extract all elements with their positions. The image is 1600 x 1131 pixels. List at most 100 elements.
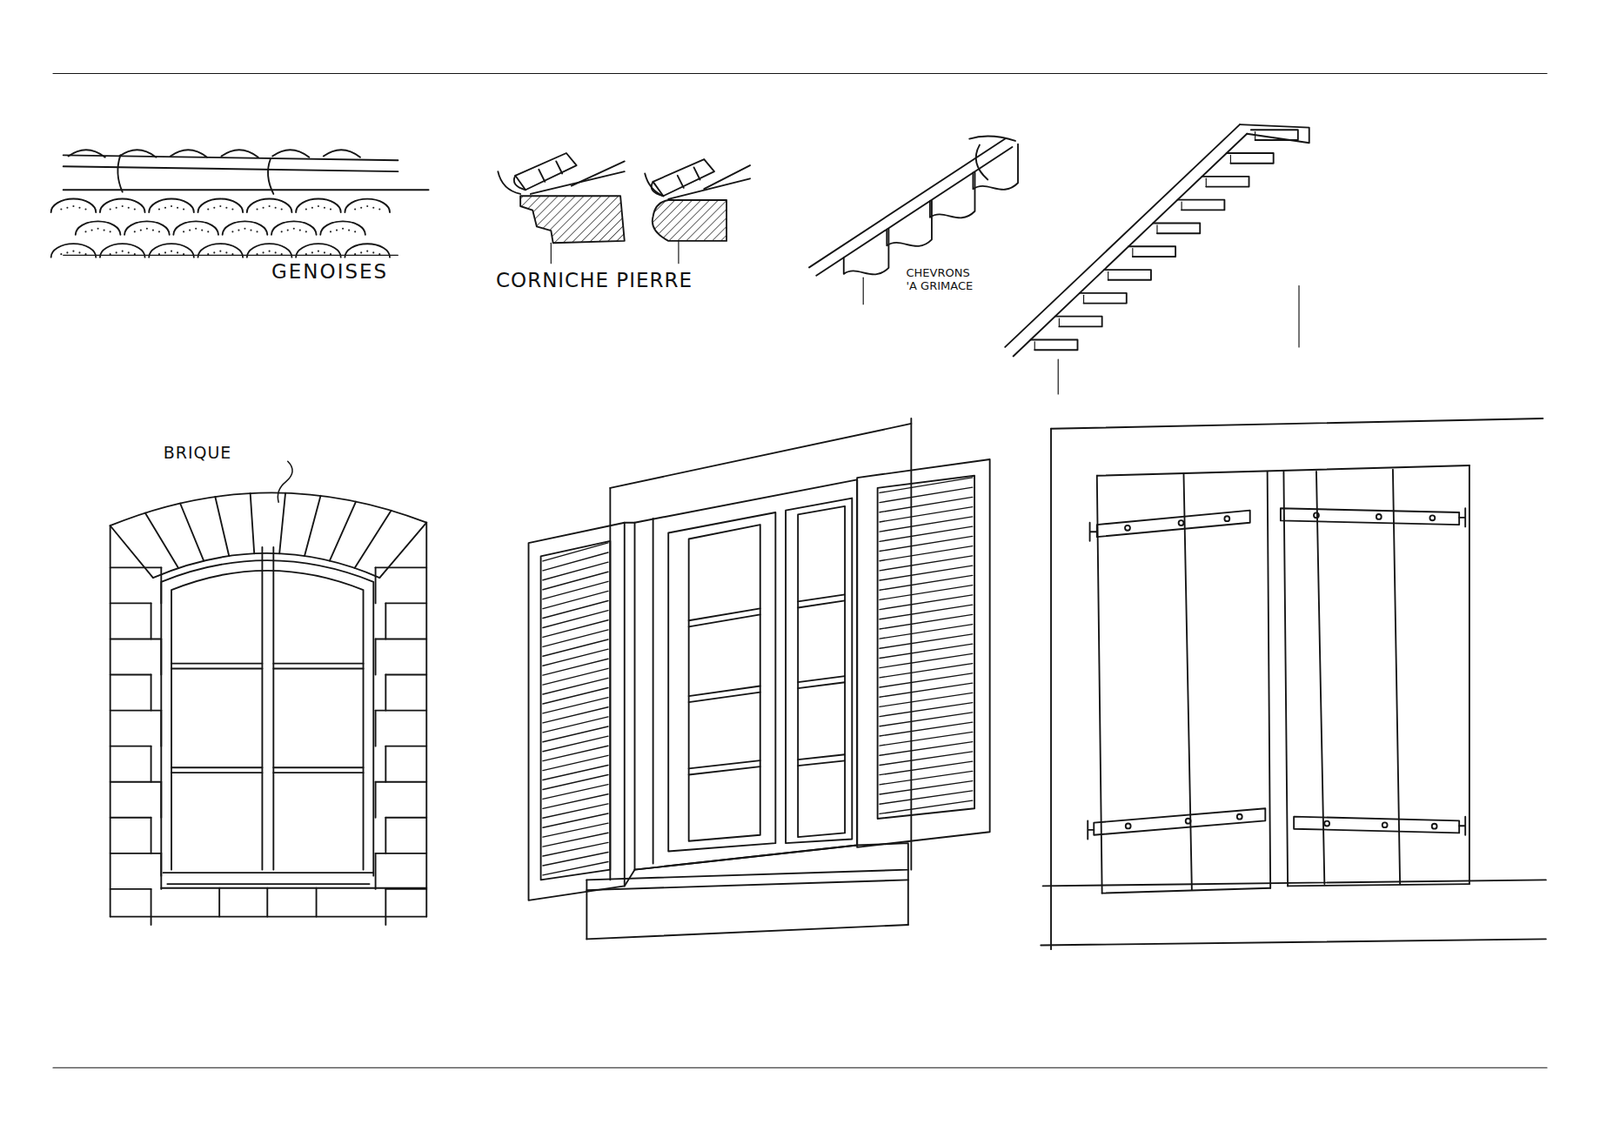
- sketch-stroke: [809, 139, 1005, 268]
- tile-dot: [207, 230, 209, 233]
- tile-dot: [109, 230, 112, 233]
- sketch-stroke: [542, 629, 609, 647]
- sketch-stroke: [542, 562, 609, 581]
- sketch-stroke: [110, 525, 154, 578]
- sketch-stroke: [785, 498, 852, 844]
- tile-dot: [127, 207, 130, 209]
- sketch-stroke: [110, 674, 152, 677]
- sketch-stroke: [1087, 820, 1094, 839]
- sketch-stroke: [150, 889, 153, 925]
- sketch-stroke: [677, 175, 684, 188]
- sketch-stroke: [528, 522, 625, 901]
- sketch-stroke: [110, 816, 152, 819]
- sketch-stroke: [384, 746, 387, 783]
- sketch-stroke: [542, 581, 609, 599]
- tile-dot: [378, 207, 381, 210]
- tile-dot: [293, 227, 295, 230]
- sketch-stroke: [586, 924, 908, 939]
- sketch-stroke: [1468, 465, 1471, 884]
- sketch-stroke: [171, 570, 363, 871]
- tile-dot: [213, 251, 215, 254]
- tile-dot: [225, 251, 228, 254]
- tile-dot: [213, 207, 215, 209]
- sketch-stroke: [271, 220, 317, 235]
- sketch-stroke: [542, 677, 609, 695]
- sketch-stroke: [930, 172, 976, 218]
- tile-dot: [115, 251, 118, 254]
- sketch-stroke: [110, 709, 162, 712]
- sketch-label: CHEVRONS 'A GRIMACE: [905, 267, 978, 293]
- tile-dot: [127, 251, 130, 254]
- strap-nail: [1432, 823, 1438, 830]
- tile-dot: [60, 207, 62, 210]
- tile-dot: [194, 227, 197, 230]
- tile-dot: [97, 227, 100, 230]
- sketch-stroke: [843, 228, 890, 275]
- strap-nail: [1429, 515, 1435, 521]
- tile-dot: [78, 251, 81, 254]
- tile-dot: [287, 229, 289, 232]
- tile-dot: [231, 207, 234, 210]
- tile-dot: [78, 207, 81, 209]
- sketch-stroke: [1316, 471, 1325, 884]
- tile-dot: [121, 250, 124, 253]
- tile-dot: [164, 251, 167, 254]
- strap-nail: [1224, 515, 1230, 522]
- sketch-stroke: [635, 479, 858, 870]
- tile-dot: [66, 251, 68, 254]
- sketch-stroke: [1205, 178, 1207, 187]
- tile-dot: [115, 207, 118, 209]
- sketch-stroke: [1128, 246, 1176, 257]
- sketch-stroke: [295, 199, 342, 213]
- tile-dot: [341, 227, 344, 230]
- sketch-stroke: [68, 149, 106, 158]
- sketch-stroke: [1097, 510, 1251, 538]
- sketch-stroke: [171, 668, 262, 670]
- tile-dot: [140, 229, 142, 232]
- sketch-stroke: [1040, 938, 1547, 945]
- tile-dot: [133, 230, 136, 233]
- tile-dot: [84, 230, 87, 233]
- sketch-stroke: [320, 220, 366, 235]
- sketch-stroke: [160, 887, 427, 890]
- sketch-stroke: [277, 461, 293, 503]
- sketch-stroke: [315, 888, 318, 918]
- sketch-stroke: [110, 492, 428, 526]
- sketch-stroke: [375, 852, 428, 855]
- sketch-stroke: [1202, 176, 1250, 188]
- tile-dot: [354, 207, 356, 210]
- sketch-stroke: [425, 522, 428, 918]
- sketch-stroke: [384, 675, 387, 711]
- sketch-stroke: [180, 503, 204, 562]
- sketch-stroke: [153, 553, 380, 578]
- sketch-stroke: [689, 524, 761, 842]
- tile-dot: [311, 251, 314, 254]
- sketch-stroke: [877, 475, 975, 819]
- sketch-stroke: [1079, 293, 1127, 304]
- tile-dot: [366, 250, 369, 253]
- sketch-stroke: [1392, 469, 1400, 884]
- strap-nail: [1125, 823, 1132, 829]
- sketch-stroke: [1093, 808, 1266, 836]
- sketch-stroke: [879, 487, 973, 503]
- sketch-stroke: [250, 493, 255, 554]
- sketch-stroke: [1083, 294, 1085, 303]
- sketch-stroke: [497, 171, 521, 195]
- sketch-stroke: [374, 567, 377, 603]
- sketch-stroke: [879, 496, 973, 512]
- tile-dot: [255, 207, 258, 210]
- sketch-stroke: [542, 668, 609, 685]
- tile-dot: [372, 251, 375, 254]
- sketch-stroke: [167, 883, 369, 885]
- sketch-stroke: [1298, 286, 1299, 348]
- tile-dot: [281, 230, 283, 233]
- sketch-stroke: [668, 512, 776, 852]
- sketch-stroke: [879, 546, 973, 562]
- sketch-stroke: [520, 195, 625, 243]
- sketch-stroke: [1131, 248, 1133, 257]
- strap-nail: [1178, 520, 1185, 526]
- sketch-stroke: [304, 495, 322, 556]
- sketch-stroke: [273, 662, 363, 665]
- sketch-stroke: [550, 242, 552, 263]
